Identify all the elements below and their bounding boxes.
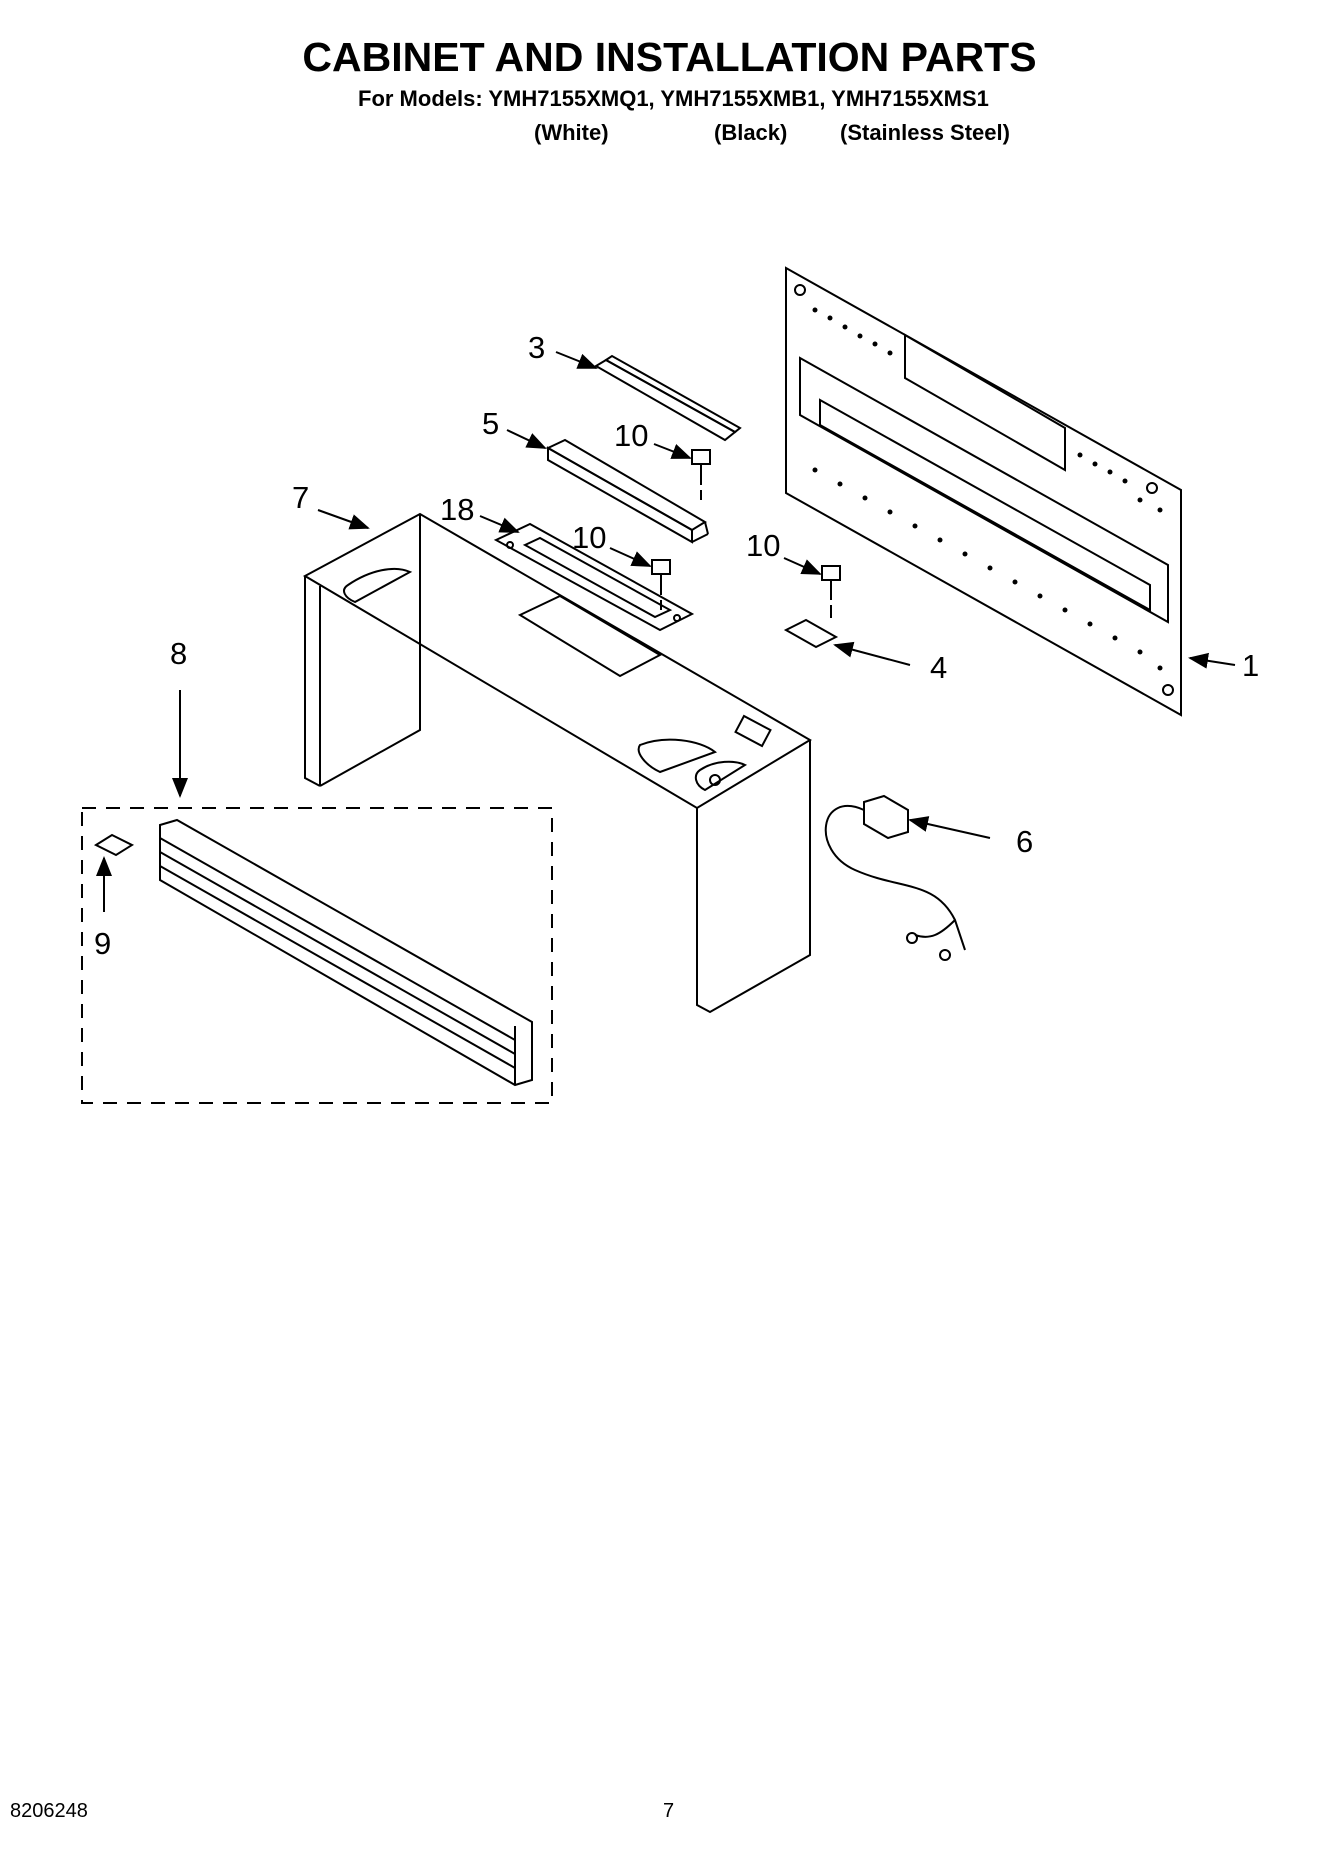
callout-1: 1 <box>1242 648 1259 683</box>
leader-10a <box>653 443 692 459</box>
leader-10c <box>783 557 822 575</box>
callout-10-top: 10 <box>614 418 648 453</box>
leader-7 <box>317 509 370 530</box>
models-line: For Models: YMH7155XMQ1, YMH7155XMB1, YM… <box>358 86 989 111</box>
leader-1 <box>1188 652 1236 669</box>
clip-part <box>783 618 839 649</box>
mounting-plate-part <box>785 266 1182 717</box>
callout-9: 9 <box>94 926 111 961</box>
leader-4 <box>833 641 911 666</box>
callout-7: 7 <box>292 480 309 515</box>
callout-18: 18 <box>440 492 474 527</box>
cabinet-part <box>302 512 812 1014</box>
leader-6 <box>908 816 991 839</box>
callout-6: 6 <box>1016 824 1033 859</box>
callout-3: 3 <box>528 330 545 365</box>
document-number: 8206248 <box>10 1800 88 1822</box>
leader-10b <box>609 547 652 567</box>
leader-5 <box>506 429 547 449</box>
variant-white: (White) <box>534 120 609 145</box>
callout-4: 4 <box>930 650 947 685</box>
top-bracket-part <box>594 354 742 442</box>
callout-10-middle: 10 <box>572 520 606 555</box>
variant-stainless: (Stainless Steel) <box>840 120 1010 145</box>
leader-3 <box>555 351 598 369</box>
grille-part <box>81 807 553 1104</box>
callout-8: 8 <box>170 636 187 671</box>
vent-bracket-part <box>545 438 709 544</box>
screw-part <box>651 449 841 618</box>
thermal-cutout-part <box>824 794 966 961</box>
page-title: CABINET AND INSTALLATION PARTS <box>302 34 1037 80</box>
page-number: 7 <box>663 1800 675 1822</box>
leader-18 <box>479 515 520 533</box>
callout-5: 5 <box>482 406 499 441</box>
grille-clip-part <box>93 833 135 857</box>
callout-10-right: 10 <box>746 528 780 563</box>
variant-black: (Black) <box>714 120 788 145</box>
